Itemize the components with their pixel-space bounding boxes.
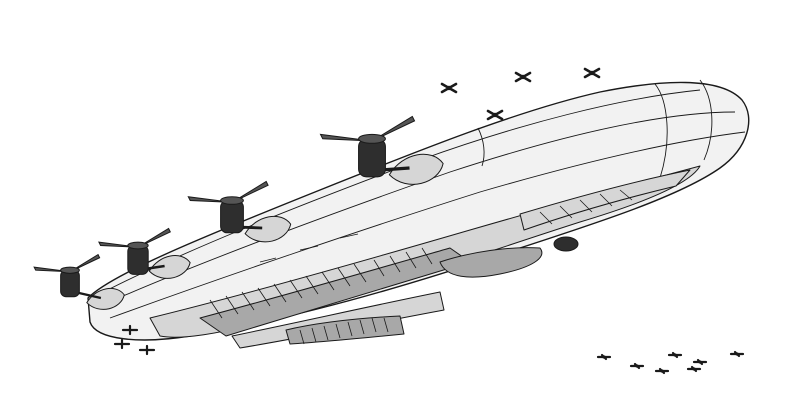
engine-cap bbox=[127, 241, 149, 250]
engine-cap bbox=[60, 266, 80, 274]
engine-cap bbox=[220, 196, 244, 205]
distant-aircraft bbox=[667, 351, 683, 359]
engine-pod bbox=[220, 200, 244, 234]
distant-aircraft bbox=[583, 67, 601, 79]
airship-hull bbox=[87, 79, 750, 349]
engine-pylon bbox=[244, 215, 292, 243]
distant-aircraft bbox=[486, 109, 504, 121]
propeller-blades bbox=[33, 253, 101, 273]
engine-pylon bbox=[388, 153, 444, 185]
engine-3 bbox=[187, 180, 292, 243]
engine-2 bbox=[98, 227, 191, 279]
propeller-blades bbox=[98, 227, 171, 248]
distant-aircraft-group bbox=[440, 67, 745, 375]
hull-panel-details bbox=[209, 189, 633, 345]
hull-lower-seam bbox=[109, 131, 746, 319]
propeller-blades bbox=[187, 180, 269, 203]
nose-ring-3 bbox=[477, 127, 485, 167]
engine-group bbox=[33, 115, 444, 310]
hull-mid-seam bbox=[99, 111, 736, 307]
nose-ring-1 bbox=[654, 83, 668, 179]
distant-aircraft bbox=[686, 365, 702, 373]
forward-hangar bbox=[519, 169, 691, 231]
distant-aircraft bbox=[654, 367, 670, 375]
ventral-turret bbox=[553, 236, 579, 252]
distant-aircraft bbox=[692, 358, 708, 366]
engine-pod bbox=[60, 269, 80, 298]
propeller-blades bbox=[319, 115, 416, 142]
engine-cap bbox=[358, 133, 386, 144]
engine-pylon bbox=[86, 287, 125, 310]
engine-pod bbox=[127, 245, 149, 275]
distant-aircraft bbox=[596, 353, 612, 361]
gondola-deck bbox=[199, 247, 471, 337]
engine-1 bbox=[33, 253, 125, 310]
engine-4 bbox=[319, 115, 444, 185]
ventral-gun-pods bbox=[113, 324, 156, 356]
side-sponson bbox=[439, 247, 543, 278]
distant-aircraft bbox=[729, 350, 745, 358]
distant-aircraft bbox=[629, 362, 645, 370]
engine-pylon bbox=[148, 255, 191, 279]
aft-pod bbox=[285, 315, 405, 345]
distant-aircraft bbox=[514, 71, 532, 83]
nose-ring-2 bbox=[699, 79, 713, 161]
distant-aircraft bbox=[440, 82, 458, 94]
engine-pod bbox=[358, 138, 386, 178]
